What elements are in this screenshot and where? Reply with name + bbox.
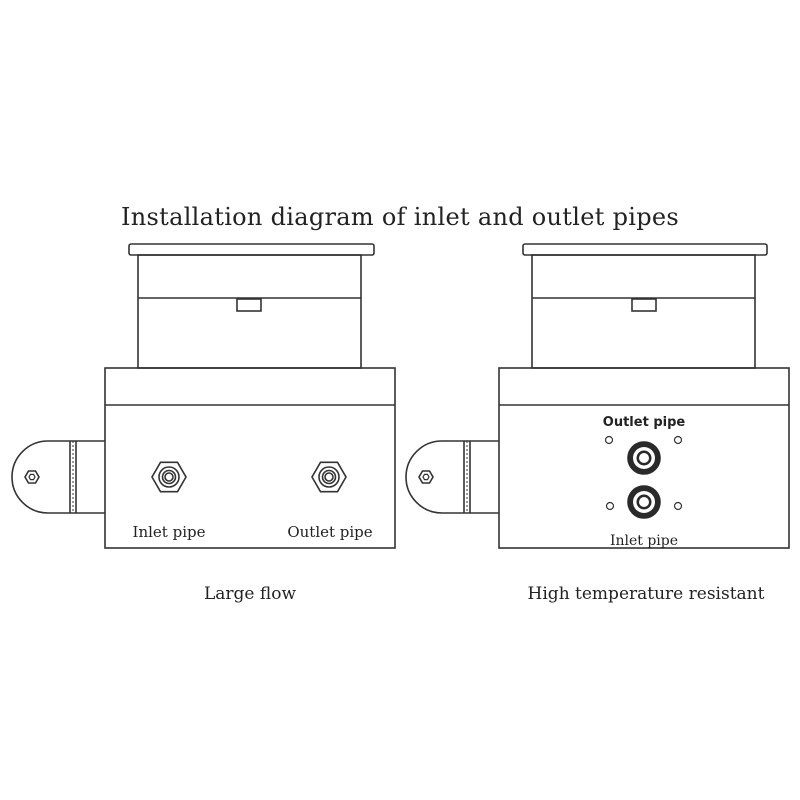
right-mounting-hole: [605, 501, 615, 511]
right-main-body: [498, 367, 790, 549]
right-unit: Outlet pipe Inlet pipe: [405, 243, 790, 549]
left-top-cap: [128, 243, 375, 256]
left-outlet-label: Outlet pipe: [287, 523, 372, 541]
left-mounting-bracket: [11, 440, 105, 514]
left-caption: Large flow: [203, 584, 297, 604]
right-mounting-hole: [673, 435, 683, 445]
right-inlet-port: [627, 485, 661, 519]
left-outlet-fitting: [311, 461, 347, 493]
right-mounting-hole: [604, 435, 614, 445]
right-latch: [631, 298, 657, 312]
right-top-cap: [522, 243, 768, 256]
right-outlet-port: [627, 441, 661, 475]
left-main-body: [104, 367, 396, 549]
right-caption: High temperature resistant: [527, 584, 765, 604]
right-inlet-label: Inlet pipe: [610, 533, 678, 549]
left-unit: Inlet pipe Outlet pipe: [11, 243, 396, 549]
left-inlet-label: Inlet pipe: [133, 523, 206, 541]
diagram-title: Installation diagram of inlet and outlet…: [120, 203, 680, 231]
left-inlet-fitting: [151, 461, 187, 493]
right-mounting-bracket: [405, 440, 499, 514]
right-mounting-hole: [673, 501, 683, 511]
right-outlet-label: Outlet pipe: [603, 415, 686, 430]
left-bracket-bolt: [24, 470, 40, 484]
right-bracket-bolt: [418, 470, 434, 484]
left-latch: [236, 298, 262, 312]
